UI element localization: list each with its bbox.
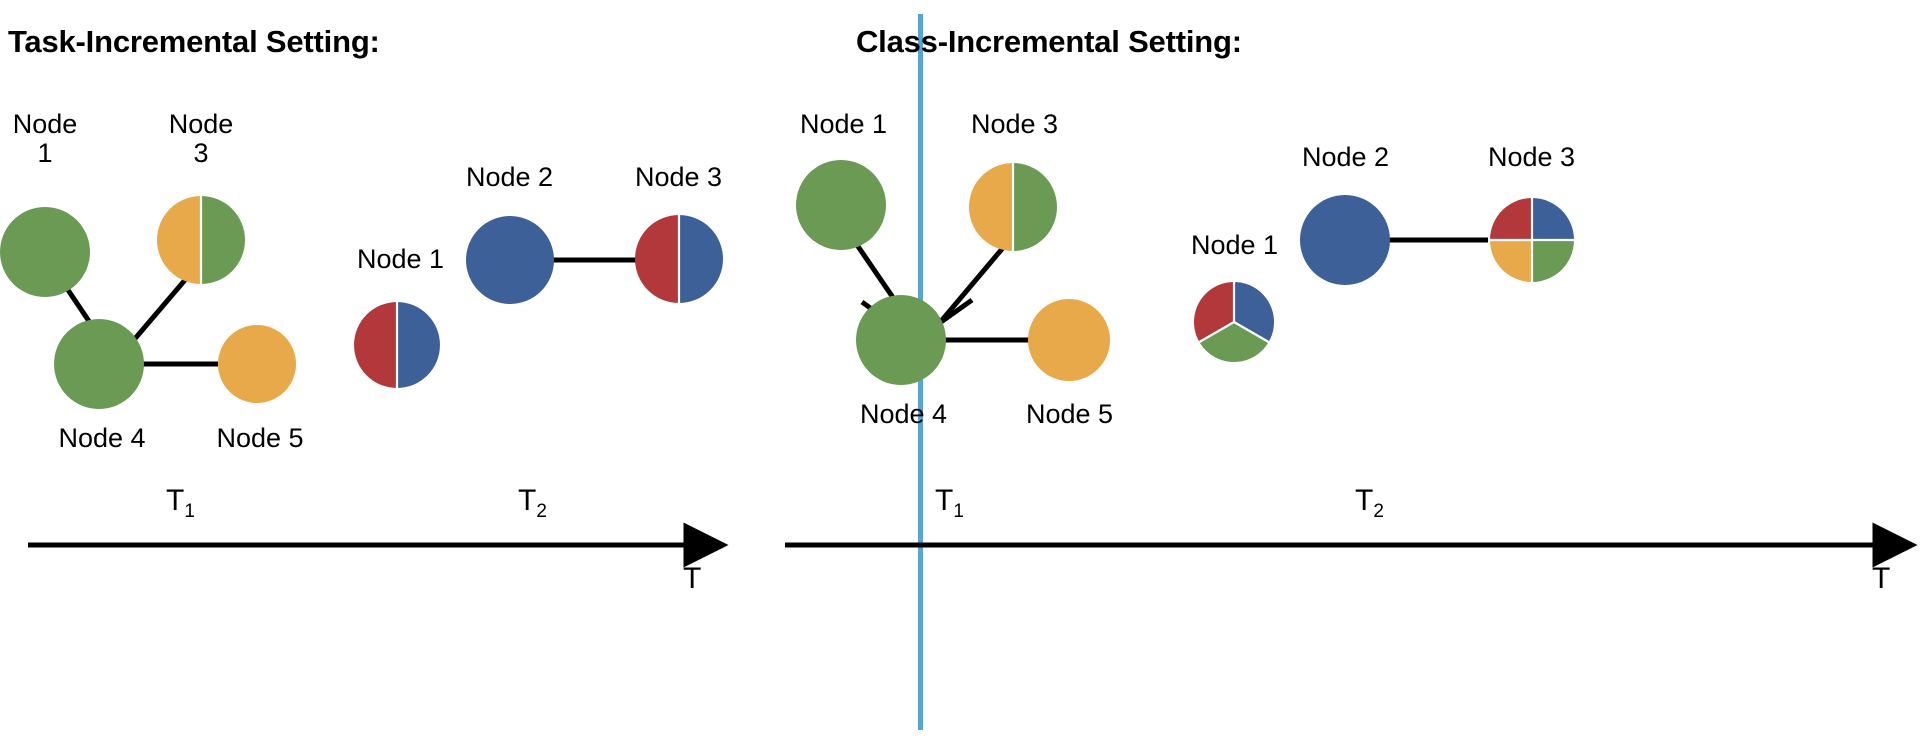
right-t2-node-3-pie[interactable] bbox=[1490, 198, 1574, 282]
label-left-t2-node-3: Node 3 bbox=[634, 162, 723, 192]
left-t2-node-3[interactable] bbox=[635, 215, 723, 303]
right-t2-node-2-circle[interactable] bbox=[1300, 195, 1390, 285]
left-t1-edges bbox=[65, 278, 218, 367]
label-line-2: 3 bbox=[193, 138, 209, 169]
edge-node1-node4 bbox=[860, 299, 907, 336]
label-left-t2-node-1: Node 1 bbox=[356, 244, 445, 274]
t-letter: T bbox=[166, 484, 185, 517]
label-right-t2-node-3: Node 3 bbox=[1487, 142, 1576, 172]
label-right-t1-node-1: Node 1 bbox=[799, 109, 888, 139]
left-t1-node-4[interactable] bbox=[54, 319, 144, 409]
t-letter: T bbox=[1355, 484, 1374, 517]
label-line-1: Node bbox=[168, 109, 234, 139]
edge-node3-node4 bbox=[925, 297, 974, 335]
left-t2-node-2[interactable] bbox=[466, 216, 554, 304]
left-t1-node-3[interactable] bbox=[157, 196, 245, 284]
t-subscript: 1 bbox=[184, 501, 195, 522]
label-right-t1-node-4: Node 4 bbox=[859, 399, 948, 429]
label-right-t1-node-5: Node 5 bbox=[1025, 399, 1114, 429]
label-line-1: Node bbox=[12, 109, 78, 139]
right-t1-edge-group bbox=[852, 240, 1030, 343]
left-t1-node-5[interactable] bbox=[218, 325, 296, 403]
page-title-class-incremental: Class-Incremental Setting: bbox=[856, 24, 1242, 59]
label-right-axis-t: T bbox=[1872, 562, 1891, 595]
edge-node1-node4 bbox=[852, 240, 910, 320]
t-letter: T bbox=[518, 484, 537, 517]
right-t2-node-1-pie[interactable] bbox=[1194, 282, 1274, 362]
label-right-t1-node-3: Node 3 bbox=[970, 109, 1059, 139]
label-left-t2-node-2: Node 2 bbox=[465, 162, 554, 192]
t-subscript: 2 bbox=[536, 501, 547, 522]
label-left-axis-t: T bbox=[683, 562, 702, 595]
right-t1-node-5-circle[interactable] bbox=[1028, 299, 1110, 381]
label-left-t1-node-4: Node 4 bbox=[58, 423, 146, 453]
edge-node3-node4 bbox=[125, 278, 187, 350]
label-left-t1-node-3: Node 3 bbox=[156, 109, 246, 169]
right-t1-node-4-circle[interactable] bbox=[856, 295, 946, 385]
label-right-t2-period: T2 bbox=[1355, 484, 1384, 523]
label-left-t2-period: T2 bbox=[518, 484, 547, 523]
left-t1-node-1[interactable] bbox=[0, 207, 90, 297]
label-left-t1-period: T1 bbox=[166, 484, 195, 523]
label-right-t1-period: T1 bbox=[935, 484, 964, 523]
label-left-t1-node-5: Node 5 bbox=[216, 423, 304, 453]
right-t1-edges bbox=[860, 297, 1029, 343]
edge-node1-node4 bbox=[65, 288, 108, 347]
t-subscript: 2 bbox=[1373, 501, 1384, 522]
panel-divider bbox=[918, 14, 923, 730]
right-t1-node-1-circle[interactable] bbox=[796, 160, 886, 250]
t-subscript: 1 bbox=[953, 501, 964, 522]
label-right-t2-node-1: Node 1 bbox=[1190, 230, 1279, 260]
t-letter: T bbox=[935, 484, 954, 517]
label-line-2: 1 bbox=[37, 138, 53, 169]
page-title-task-incremental: Task-Incremental Setting: bbox=[8, 24, 380, 59]
label-right-t2-node-2: Node 2 bbox=[1301, 142, 1390, 172]
left-t2-node-1[interactable] bbox=[354, 302, 440, 388]
label-left-t1-node-1: Node 1 bbox=[0, 109, 90, 169]
right-t1-node-3-circle[interactable] bbox=[969, 163, 1057, 251]
edge-node3-node4 bbox=[935, 241, 1009, 328]
